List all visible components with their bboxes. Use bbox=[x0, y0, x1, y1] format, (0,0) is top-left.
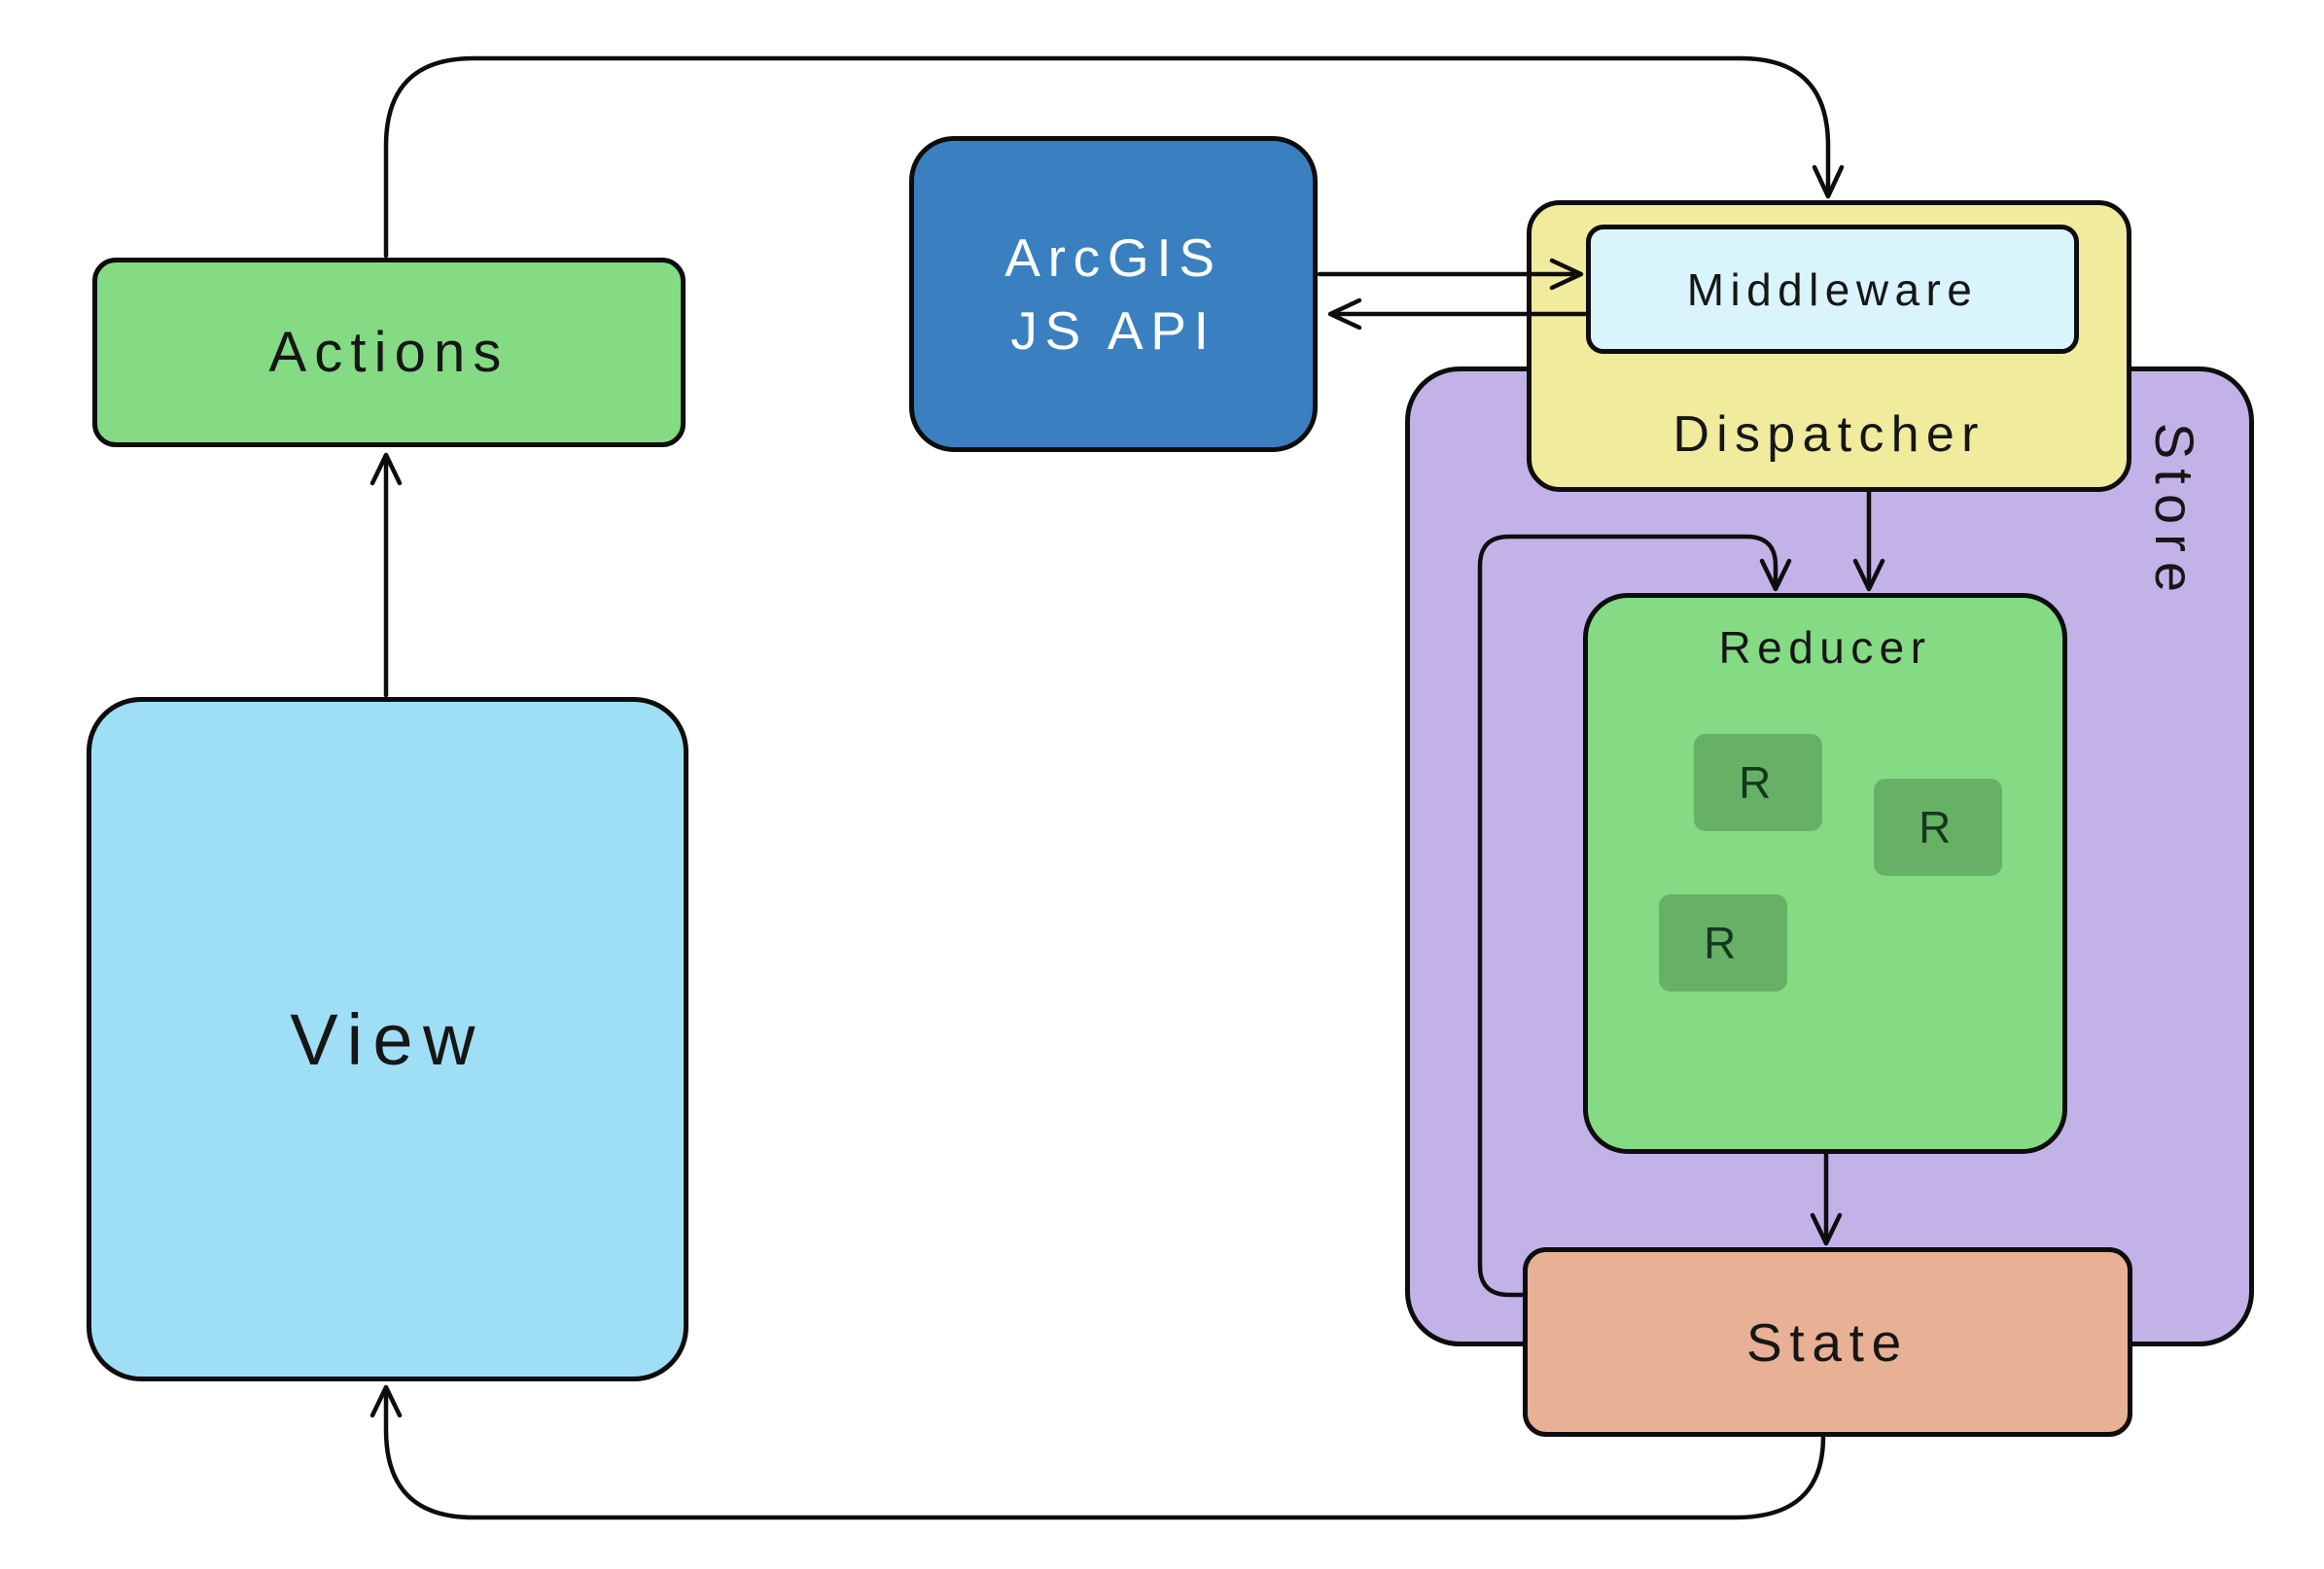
arrowhead-up-icon bbox=[370, 452, 403, 486]
arcgis-js-api-label: ArcGIS JS API bbox=[1004, 222, 1221, 366]
edge-view-to-actions bbox=[370, 452, 403, 698]
dispatcher-label: Dispatcher bbox=[1673, 406, 1986, 463]
reducer-unit-label: R bbox=[1704, 918, 1743, 968]
store-label: Store bbox=[2144, 422, 2206, 603]
actions-label: Actions bbox=[268, 321, 510, 384]
arcgis-label-line1: ArcGIS bbox=[1004, 227, 1222, 289]
actions-node: Actions bbox=[92, 258, 686, 447]
state-node: State bbox=[1523, 1247, 2132, 1437]
arcgis-label-line2: JS API bbox=[1010, 299, 1216, 361]
arcgis-js-api-node: ArcGIS JS API bbox=[909, 136, 1318, 452]
reducer-label: Reducer bbox=[1718, 622, 1932, 673]
state-label: State bbox=[1746, 1311, 1909, 1373]
reducer-unit: R bbox=[1874, 779, 2002, 876]
middleware-node: Middleware bbox=[1586, 225, 2079, 354]
dispatcher-node: Middleware Dispatcher bbox=[1527, 200, 2131, 492]
arrowhead-down-icon bbox=[1812, 164, 1845, 199]
view-node: View bbox=[87, 697, 688, 1381]
middleware-label: Middleware bbox=[1686, 263, 1979, 315]
reducer-unit-label: R bbox=[1919, 802, 1957, 853]
reducer-unit: R bbox=[1659, 894, 1787, 992]
arrowhead-up-icon bbox=[370, 1384, 403, 1418]
arrowhead-left-icon bbox=[1327, 297, 1362, 331]
reducer-node: Reducer R R R bbox=[1583, 593, 2067, 1154]
view-label: View bbox=[290, 998, 485, 1080]
reducer-unit: R bbox=[1694, 734, 1822, 831]
reducer-unit-label: R bbox=[1739, 757, 1778, 808]
